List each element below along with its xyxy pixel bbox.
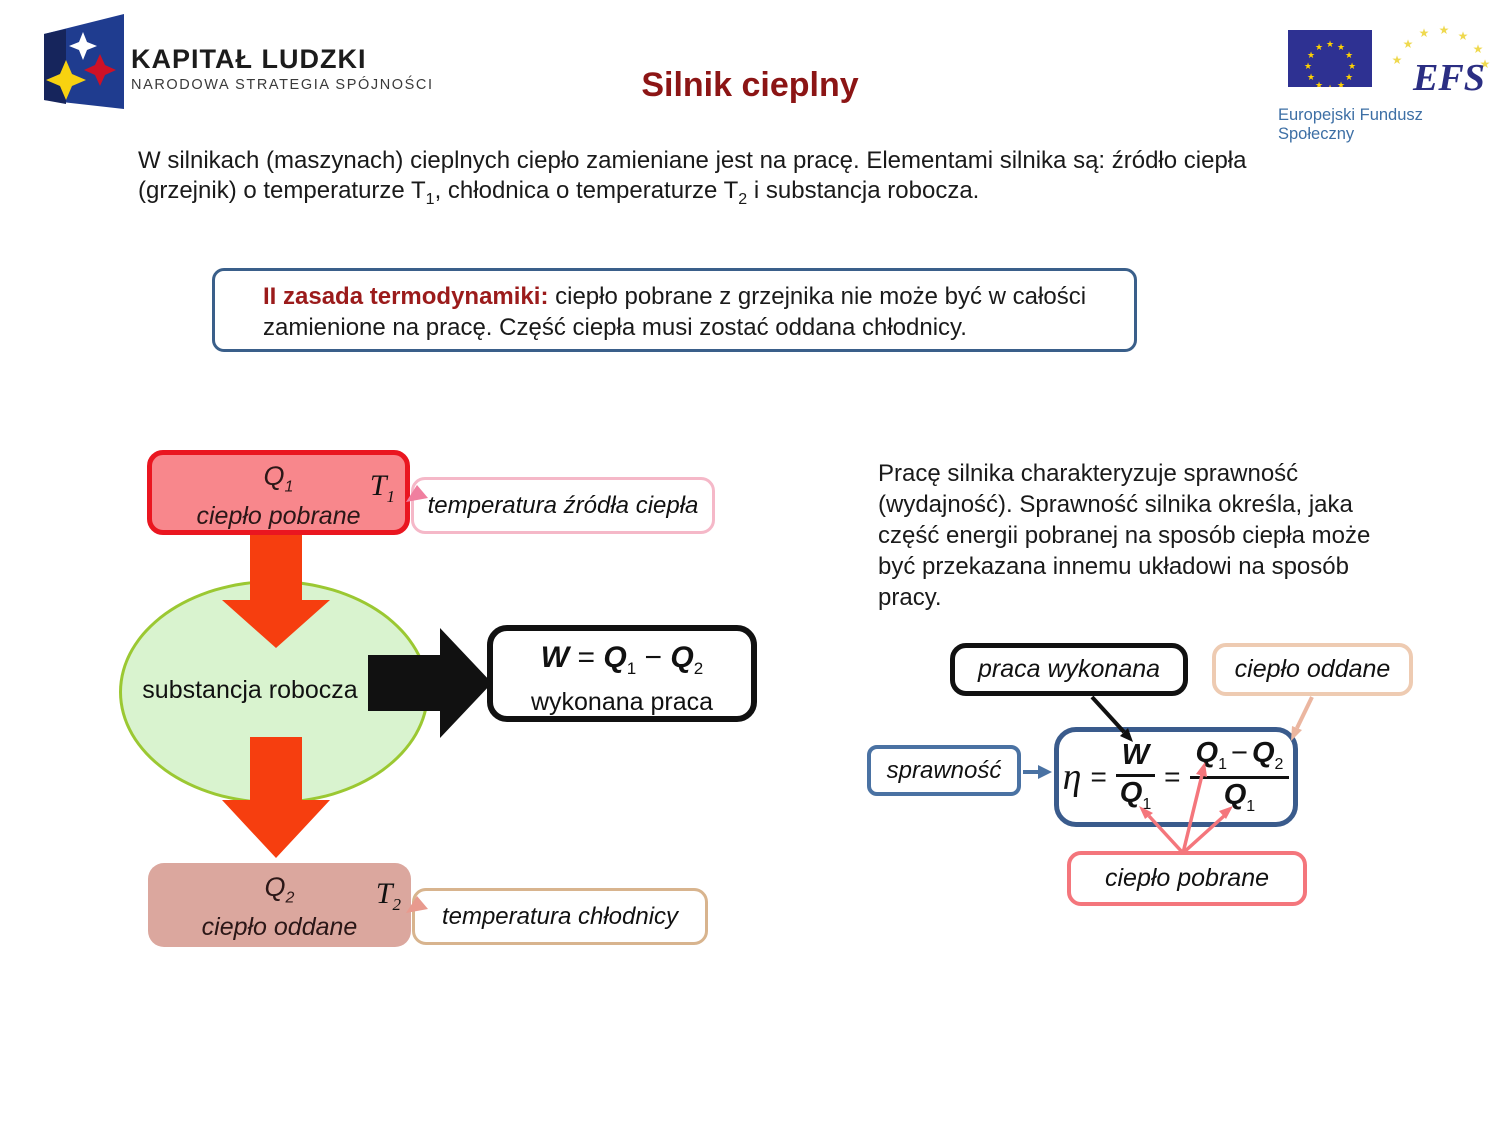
- svg-text:★: ★: [1473, 42, 1484, 56]
- svg-text:★: ★: [1403, 37, 1414, 51]
- law-line-2: zamienione na pracę. Część ciepła musi z…: [263, 314, 967, 341]
- eta-symbol: η: [1062, 756, 1082, 798]
- svg-text:★: ★: [1480, 57, 1490, 71]
- heat-released-tag: ciepło oddane: [1212, 643, 1413, 696]
- source-temperature-label: temperatura źródła ciepła: [411, 477, 715, 534]
- kl-logo-title: KAPITAŁ LUDZKI: [131, 44, 367, 74]
- q1-heat-absorbed-box: Q1 ciepło pobrane T1: [147, 450, 410, 535]
- fraction-q1q2-q1: Q1−Q2 Q1: [1189, 738, 1290, 815]
- work-formula: W = Q1 − Q2: [540, 641, 704, 678]
- q2-label: ciepło oddane: [201, 913, 358, 942]
- law-heading: II zasada termodynamiki:: [263, 283, 549, 310]
- efs-stars-arc: ★★★ ★★★ ★: [1392, 23, 1490, 71]
- svg-text:★: ★: [1307, 50, 1315, 60]
- svg-text:★: ★: [1419, 26, 1430, 40]
- svg-text:★: ★: [1345, 50, 1353, 60]
- eu-flag-icon: ★★★ ★★★ ★★★ ★★★: [1288, 30, 1372, 87]
- svg-text:★: ★: [1337, 42, 1345, 52]
- working-substance-label: substancja robocza: [142, 676, 358, 704]
- svg-text:★: ★: [1439, 23, 1450, 37]
- efs-acronym: EFS: [1412, 57, 1485, 99]
- svg-text:★: ★: [1458, 29, 1469, 43]
- efs-logo: ★★★ ★★★ ★ EFS: [1392, 23, 1490, 99]
- efficiency-formula-box: η = W Q1 = Q1−Q2 Q1: [1054, 727, 1298, 827]
- svg-text:★: ★: [1304, 61, 1312, 71]
- work-done-tag: praca wykonana: [950, 643, 1188, 696]
- svg-text:★: ★: [1307, 72, 1315, 82]
- kl-star-white: [69, 32, 97, 60]
- heat-absorbed-tag: ciepło pobrane: [1067, 851, 1307, 906]
- cooler-temperature-label: temperatura chłodnicy: [412, 888, 708, 945]
- eu-flag-field: [1288, 30, 1372, 87]
- svg-text:★: ★: [1392, 53, 1403, 67]
- law-line-1: II zasada termodynamiki: ciepło pobrane …: [263, 283, 1087, 310]
- second-law-box: II zasada termodynamiki: ciepło pobrane …: [212, 268, 1137, 352]
- kl-star-red: [84, 54, 116, 86]
- q2-symbol: Q2: [264, 872, 295, 907]
- svg-text:★: ★: [1345, 72, 1353, 82]
- efficiency-paragraph: Pracę silnika charakteryzuje sprawność (…: [878, 460, 1371, 611]
- q2-heat-released-box: Q2 ciepło oddane T2: [148, 863, 411, 947]
- connector-sprawnosc-arrowhead: [1038, 765, 1052, 779]
- kl-logo-subtitle: NARODOWA STRATEGIA SPÓJNOŚCI: [131, 77, 434, 93]
- intro-line-2: (grzejnik) o temperaturze T1, chłodnica …: [138, 177, 980, 208]
- intro-paragraph: W silnikach (maszynach) cieplnych ciepło…: [138, 146, 1318, 215]
- eu-flag-stars: ★★★ ★★★ ★★★ ★★★: [1304, 39, 1356, 87]
- efs-caption: Europejski Fundusz Społeczny: [1278, 106, 1423, 143]
- svg-text:★: ★: [1315, 80, 1323, 87]
- svg-text:★: ★: [1326, 83, 1334, 87]
- t2-symbol: T2: [375, 877, 401, 914]
- efficiency-tag: sprawność: [867, 745, 1021, 796]
- svg-text:★: ★: [1315, 42, 1323, 52]
- q1-symbol: Q1: [263, 461, 294, 496]
- connector-oddane-to-q2: [1295, 696, 1314, 729]
- fraction-w-q1: W Q1: [1115, 740, 1156, 813]
- svg-text:★: ★: [1326, 39, 1334, 49]
- work-caption: wykonana praca: [530, 688, 714, 716]
- intro-line-1: W silnikach (maszynach) cieplnych ciepło…: [138, 147, 1247, 174]
- kapital-ludzki-flag-icon: [44, 14, 124, 109]
- page-title: Silnik cieplny: [641, 66, 859, 104]
- work-formula-box: W = Q1 − Q2 wykonana praca: [487, 625, 757, 722]
- t1-symbol: T1: [369, 469, 395, 506]
- svg-text:★: ★: [1348, 61, 1356, 71]
- svg-text:★: ★: [1337, 80, 1345, 87]
- kl-star-yellow: [46, 60, 86, 100]
- q1-label: ciepło pobrane: [196, 502, 361, 531]
